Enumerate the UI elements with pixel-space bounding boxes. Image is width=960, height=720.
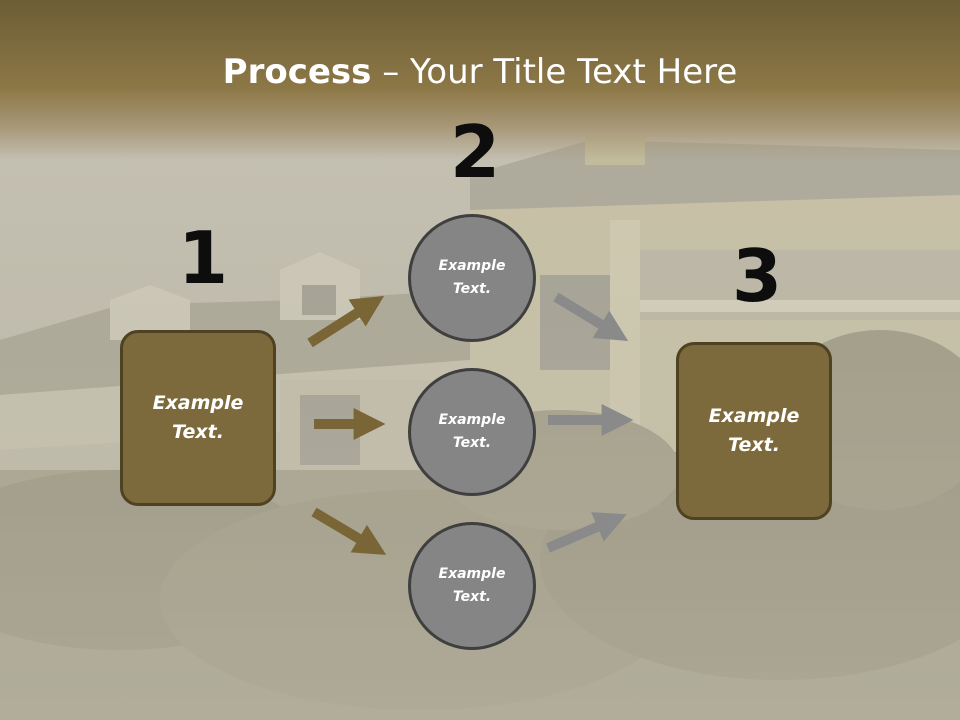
circle-middle-text: Example Text. [438, 412, 506, 451]
title-bold: Process [222, 52, 372, 92]
page-title: Process – Your Title Text Here [0, 52, 960, 92]
left-box-text: Example Text. [152, 392, 244, 443]
arrow-top-to-right [553, 292, 629, 341]
title-band [0, 0, 960, 160]
arrow-left-to-top [307, 295, 385, 348]
step-number-1: 1 [178, 216, 229, 300]
arrow-bottom-to-right [546, 512, 627, 553]
right-box-text: Example Text. [708, 405, 800, 456]
title-dash: – [371, 52, 411, 92]
circle-top-text: Example Text. [438, 258, 506, 297]
circle-bottom-text: Example Text. [438, 566, 506, 605]
right-process-box: Example Text. [676, 342, 832, 520]
title-rest: Your Title Text Here [410, 52, 738, 92]
step-number-2: 2 [450, 110, 501, 194]
arrow-left-to-bottom [311, 507, 387, 555]
process-circle-top: Example Text. [408, 214, 536, 342]
left-process-box: Example Text. [120, 330, 276, 506]
process-circle-middle: Example Text. [408, 368, 536, 496]
process-circle-bottom: Example Text. [408, 522, 536, 650]
step-number-3: 3 [732, 234, 783, 318]
